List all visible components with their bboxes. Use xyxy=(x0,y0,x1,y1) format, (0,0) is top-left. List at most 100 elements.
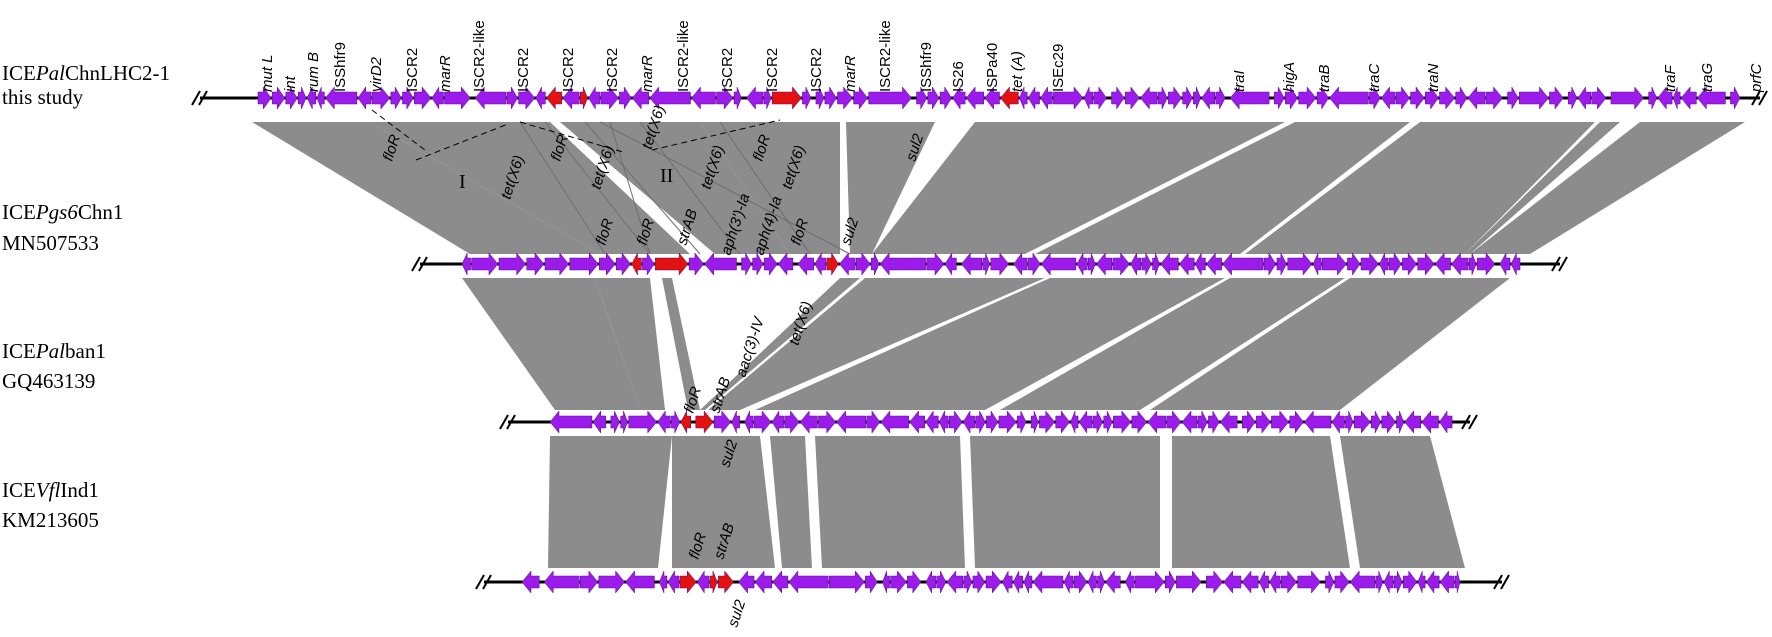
gene-arrow xyxy=(619,86,632,110)
gene-arrow xyxy=(306,86,317,110)
gene-arrow xyxy=(474,86,507,110)
gene-label: ISPa40 xyxy=(984,43,1001,92)
gene-arrow xyxy=(866,410,881,434)
gene-arrow xyxy=(1410,86,1425,110)
gene-arrow xyxy=(1284,86,1298,110)
resistance-gene-arrow xyxy=(1000,86,1019,110)
gene-arrow xyxy=(1417,570,1426,594)
gene-arrow xyxy=(1347,252,1361,276)
homology-link xyxy=(719,121,811,255)
gene-arrow xyxy=(1087,252,1096,276)
gene-label: ISCR2 xyxy=(404,48,421,92)
gene-arrow xyxy=(744,410,754,434)
gene-arrow xyxy=(371,86,391,110)
genome-label-3: ICEPalban1 GQ463139 xyxy=(2,339,106,393)
gene-arrow xyxy=(549,410,593,434)
gene-label: ISCR2 xyxy=(560,48,577,92)
gene-arrow xyxy=(853,86,868,110)
gene-arrow xyxy=(963,570,973,594)
gene-arrow xyxy=(1125,570,1135,594)
gene-label: ISCR2 xyxy=(604,48,621,92)
gene-label: traG xyxy=(1699,62,1716,92)
gene-arrow xyxy=(1345,410,1354,434)
gene-arrow xyxy=(1697,86,1726,110)
gene-arrow xyxy=(907,570,922,594)
gene-arrow xyxy=(1241,570,1259,594)
homology-band xyxy=(1340,436,1465,568)
gene-arrow xyxy=(1097,570,1105,594)
gene-arrow xyxy=(1197,410,1208,434)
gene-arrow xyxy=(772,570,789,594)
gene-arrow xyxy=(1298,86,1317,110)
gene-label: mut L xyxy=(259,54,276,92)
gene-arrow xyxy=(938,410,949,434)
region-marker-II: II xyxy=(660,165,673,187)
gene-arrow xyxy=(837,86,853,110)
gene-arrow xyxy=(1158,86,1168,110)
break-mark xyxy=(1551,256,1561,272)
gene-arrow xyxy=(752,252,764,276)
gene-arrow xyxy=(986,410,999,434)
gene-arrow xyxy=(1179,252,1195,276)
gene-arrow xyxy=(1610,86,1644,110)
gene-arrow xyxy=(1388,252,1402,276)
resistance-gene-arrow xyxy=(826,252,839,276)
homology-band xyxy=(662,278,700,410)
gene-arrow xyxy=(1567,86,1578,110)
gene-arrow xyxy=(526,252,545,276)
gene-arrow xyxy=(610,410,620,434)
gene-arrow xyxy=(1040,86,1053,110)
gene-arrow xyxy=(1135,570,1165,594)
gene-arrow xyxy=(1402,252,1417,276)
gene-arrow xyxy=(1206,252,1222,276)
gene-arrow xyxy=(839,252,856,276)
gene-arrow xyxy=(797,252,814,276)
gene-arrow xyxy=(498,252,526,276)
gene-arrow xyxy=(1027,252,1041,276)
break-mark xyxy=(499,414,509,430)
gene-label: ISCR2-like xyxy=(877,20,894,92)
gene-arrow xyxy=(802,86,812,110)
homology-band xyxy=(846,122,935,254)
gene-arrow xyxy=(543,570,580,594)
gene-arrow xyxy=(1182,86,1193,110)
homology-band xyxy=(1035,122,1410,254)
gene-arrow xyxy=(1380,86,1396,110)
resistance-gene-arrow xyxy=(695,410,714,434)
gene-arrow xyxy=(1349,570,1376,594)
gene-arrow xyxy=(1013,252,1028,276)
gene-arrow xyxy=(1371,410,1382,434)
gene-arrow xyxy=(1141,252,1152,276)
gene-arrow xyxy=(1379,252,1389,276)
gene-arrow xyxy=(1273,86,1285,110)
gene-arrow xyxy=(1381,410,1396,434)
homology-band xyxy=(815,436,965,568)
region-leader-lines xyxy=(371,109,781,161)
gene-arrow xyxy=(1092,410,1104,434)
gene-label: int xyxy=(282,75,299,92)
gene-arrow xyxy=(926,252,945,276)
gene-arrow xyxy=(704,252,737,276)
gene-arrow xyxy=(1439,86,1455,110)
gene-arrow xyxy=(598,570,625,594)
gene-arrow xyxy=(431,86,444,110)
homology-band xyxy=(548,436,672,568)
svg-text:MN507533: MN507533 xyxy=(2,231,99,255)
break-mark xyxy=(1558,256,1568,272)
gene-arrow xyxy=(870,252,880,276)
gene-arrow xyxy=(1093,86,1107,110)
gene-arrow xyxy=(1076,252,1088,276)
gene-arrow xyxy=(1168,86,1182,110)
gene-arrow xyxy=(1193,86,1201,110)
resistance-gene-arrow xyxy=(771,86,802,110)
gene-arrow xyxy=(1229,86,1270,110)
gene-arrow xyxy=(616,252,631,276)
gene-arrow xyxy=(518,86,536,110)
gene-arrow xyxy=(1140,86,1158,110)
gene-label: marR xyxy=(437,55,454,92)
gene-arrow xyxy=(1201,86,1215,110)
homology-band xyxy=(595,278,665,410)
gene-arrow xyxy=(1073,570,1088,594)
svg-text:ICEVflInd1: ICEVflInd1 xyxy=(2,478,99,502)
